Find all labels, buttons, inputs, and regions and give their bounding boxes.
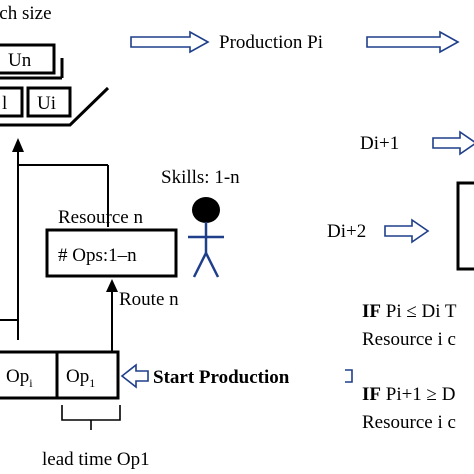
box-ui-left-label: l [2,93,7,114]
worker-leg-left [192,252,208,278]
production-label: Production Pi [219,32,323,53]
box-un-label: Un [8,50,32,71]
ops-label: # Ops:1–n [58,245,137,266]
op-1-label: Op1 [66,366,95,390]
lead-time-brace [61,405,121,430]
inventory-tray [0,86,110,127]
box-un [0,43,56,75]
lead-time-label: lead time Op1 [42,449,150,470]
route-arrowhead [106,279,118,292]
skills-label: Skills: 1-n [161,167,240,188]
box-ui-label: Ui [37,93,56,114]
start-production-label: Start Production [153,367,290,388]
op-i-label: Opi [6,366,33,390]
di2-arrow [384,218,430,244]
rule-1-text: IF Pi ≤ Di T [362,301,457,322]
worker-leg-right [204,252,220,278]
box-ui [26,86,72,118]
rule-2-resource: Resource i c [362,412,456,433]
di1-arrow [432,130,474,156]
start-arrow [120,363,149,389]
di1-label: Di+1 [360,133,399,154]
demand-box [456,181,474,271]
resource-box [45,228,178,278]
di2-label: Di+2 [327,221,366,242]
rule-2-text: IF Pi+1 ≥ D [362,384,455,405]
left-arrowhead [12,138,24,152]
box-ui-left [0,86,24,118]
start-bracket [345,369,353,383]
production-arrow-left [130,30,210,54]
batch-size-label: tch size [0,3,52,24]
route-label: Route n [119,289,179,310]
worker-head-icon [192,197,220,223]
production-arrow-right [366,30,460,54]
rule-1-resource: Resource i c [362,329,456,350]
resource-label: Resource n [58,207,143,228]
